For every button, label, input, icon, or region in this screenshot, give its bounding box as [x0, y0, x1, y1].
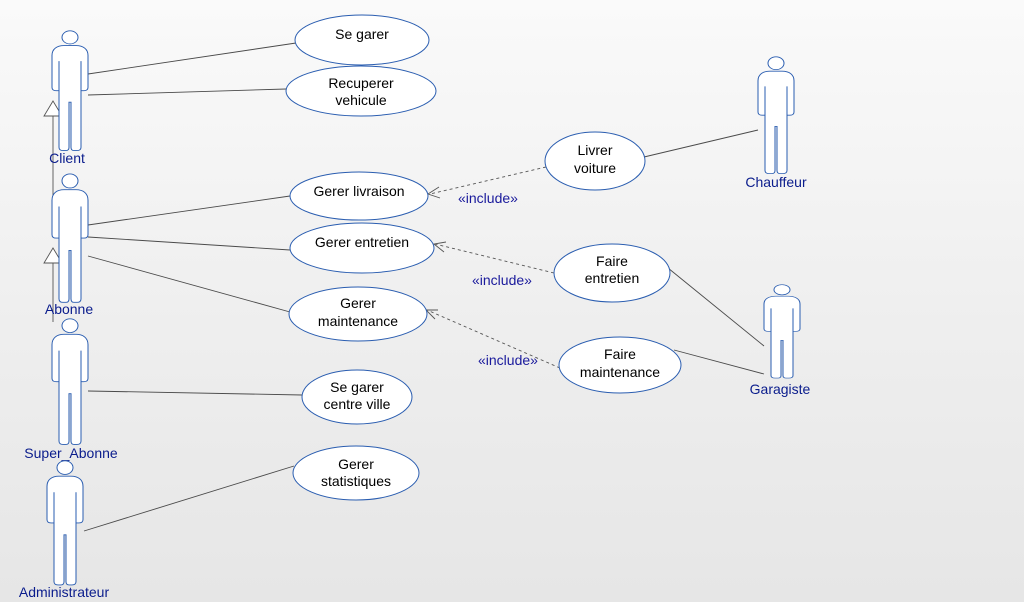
actor-label: Administrateur	[19, 584, 110, 600]
svg-text:Recuperer: Recuperer	[328, 75, 394, 91]
svg-text:Livrer: Livrer	[577, 142, 612, 158]
svg-text:voiture: voiture	[574, 160, 616, 176]
svg-text:maintenance: maintenance	[580, 364, 660, 380]
assoc-abonne-entretien	[87, 236, 291, 251]
svg-text:Gerer livraison: Gerer livraison	[313, 183, 404, 199]
actor-label: Abonne	[45, 301, 93, 317]
svg-text:statistiques: statistiques	[321, 473, 391, 489]
svg-text:Gerer: Gerer	[338, 456, 374, 472]
svg-text:centre ville: centre ville	[324, 396, 391, 412]
stereotype-include-maintenance: «include»	[478, 352, 538, 368]
assoc-client-se-garer	[87, 42, 297, 75]
svg-text:Faire: Faire	[604, 346, 636, 362]
generalization-arrow-abonne	[43, 247, 63, 264]
actor-garagiste[interactable]: Garagiste	[750, 284, 811, 397]
actor-figure-icon	[51, 30, 89, 152]
actor-figure-icon	[46, 460, 84, 586]
actor-client[interactable]: Client	[49, 30, 89, 166]
assoc-abonne-maintenance	[87, 255, 291, 313]
actor-abonne[interactable]: Abonne	[45, 173, 93, 317]
actor-figure-icon	[757, 56, 795, 175]
assoc-super-abonne-centre-ville	[87, 390, 303, 396]
actor-super-abonne[interactable]: Super_Abonne	[24, 318, 118, 461]
actor-chauffeur[interactable]: Chauffeur	[745, 56, 807, 190]
use-case-faire-entretien[interactable]: Faire entretien	[553, 243, 671, 303]
svg-text:Gerer: Gerer	[340, 295, 376, 311]
use-case-se-garer-centre-ville[interactable]: Se garer centre ville	[301, 369, 413, 425]
assoc-admin-statistiques	[83, 465, 295, 532]
svg-text:vehicule: vehicule	[335, 92, 387, 108]
assoc-chauffeur-livrer	[643, 129, 759, 158]
include-livrer-livraison	[429, 166, 547, 195]
use-case-faire-maintenance[interactable]: Faire maintenance	[558, 336, 682, 394]
actor-label: Garagiste	[750, 381, 811, 397]
actor-figure-icon	[51, 173, 89, 303]
assoc-garagiste-maintenance	[673, 349, 765, 375]
assoc-garagiste-entretien	[667, 267, 765, 347]
stereotype-include-livraison: «include»	[458, 190, 518, 206]
use-case-se-garer[interactable]: Se garer	[294, 14, 430, 66]
actor-label: Chauffeur	[745, 174, 807, 190]
svg-text:entretien: entretien	[585, 270, 639, 286]
svg-text:maintenance: maintenance	[318, 313, 398, 329]
svg-text:Gerer entretien: Gerer entretien	[315, 234, 409, 250]
include-arrow-entretien	[432, 241, 447, 253]
use-case-recuperer-vehicule[interactable]: Recuperer vehicule	[285, 65, 437, 117]
assoc-abonne-livraison	[87, 195, 291, 226]
use-case-gerer-statistiques[interactable]: Gerer statistiques	[292, 445, 420, 501]
actor-figure-icon	[51, 318, 89, 445]
stereotype-include-entretien: «include»	[472, 272, 532, 288]
assoc-client-recuperer	[87, 88, 287, 96]
svg-text:Se garer: Se garer	[330, 379, 384, 395]
actor-label: Super_Abonne	[24, 445, 118, 461]
generalization-arrow-client	[43, 100, 63, 117]
use-case-livrer-voiture[interactable]: Livrer voiture	[544, 131, 646, 191]
svg-text:Se garer: Se garer	[335, 26, 389, 42]
actor-figure-icon	[763, 284, 801, 379]
include-faire-entretien-entretien	[434, 243, 555, 274]
actor-label: Client	[49, 150, 85, 166]
actor-administrateur[interactable]: Administrateur	[19, 460, 110, 600]
include-faire-maintenance-maintenance	[426, 309, 561, 369]
svg-text:Faire: Faire	[596, 253, 628, 269]
use-case-gerer-maintenance[interactable]: Gerer maintenance	[288, 286, 428, 342]
use-case-gerer-entretien[interactable]: Gerer entretien	[289, 222, 435, 274]
use-case-gerer-livraison[interactable]: Gerer livraison	[289, 171, 429, 221]
